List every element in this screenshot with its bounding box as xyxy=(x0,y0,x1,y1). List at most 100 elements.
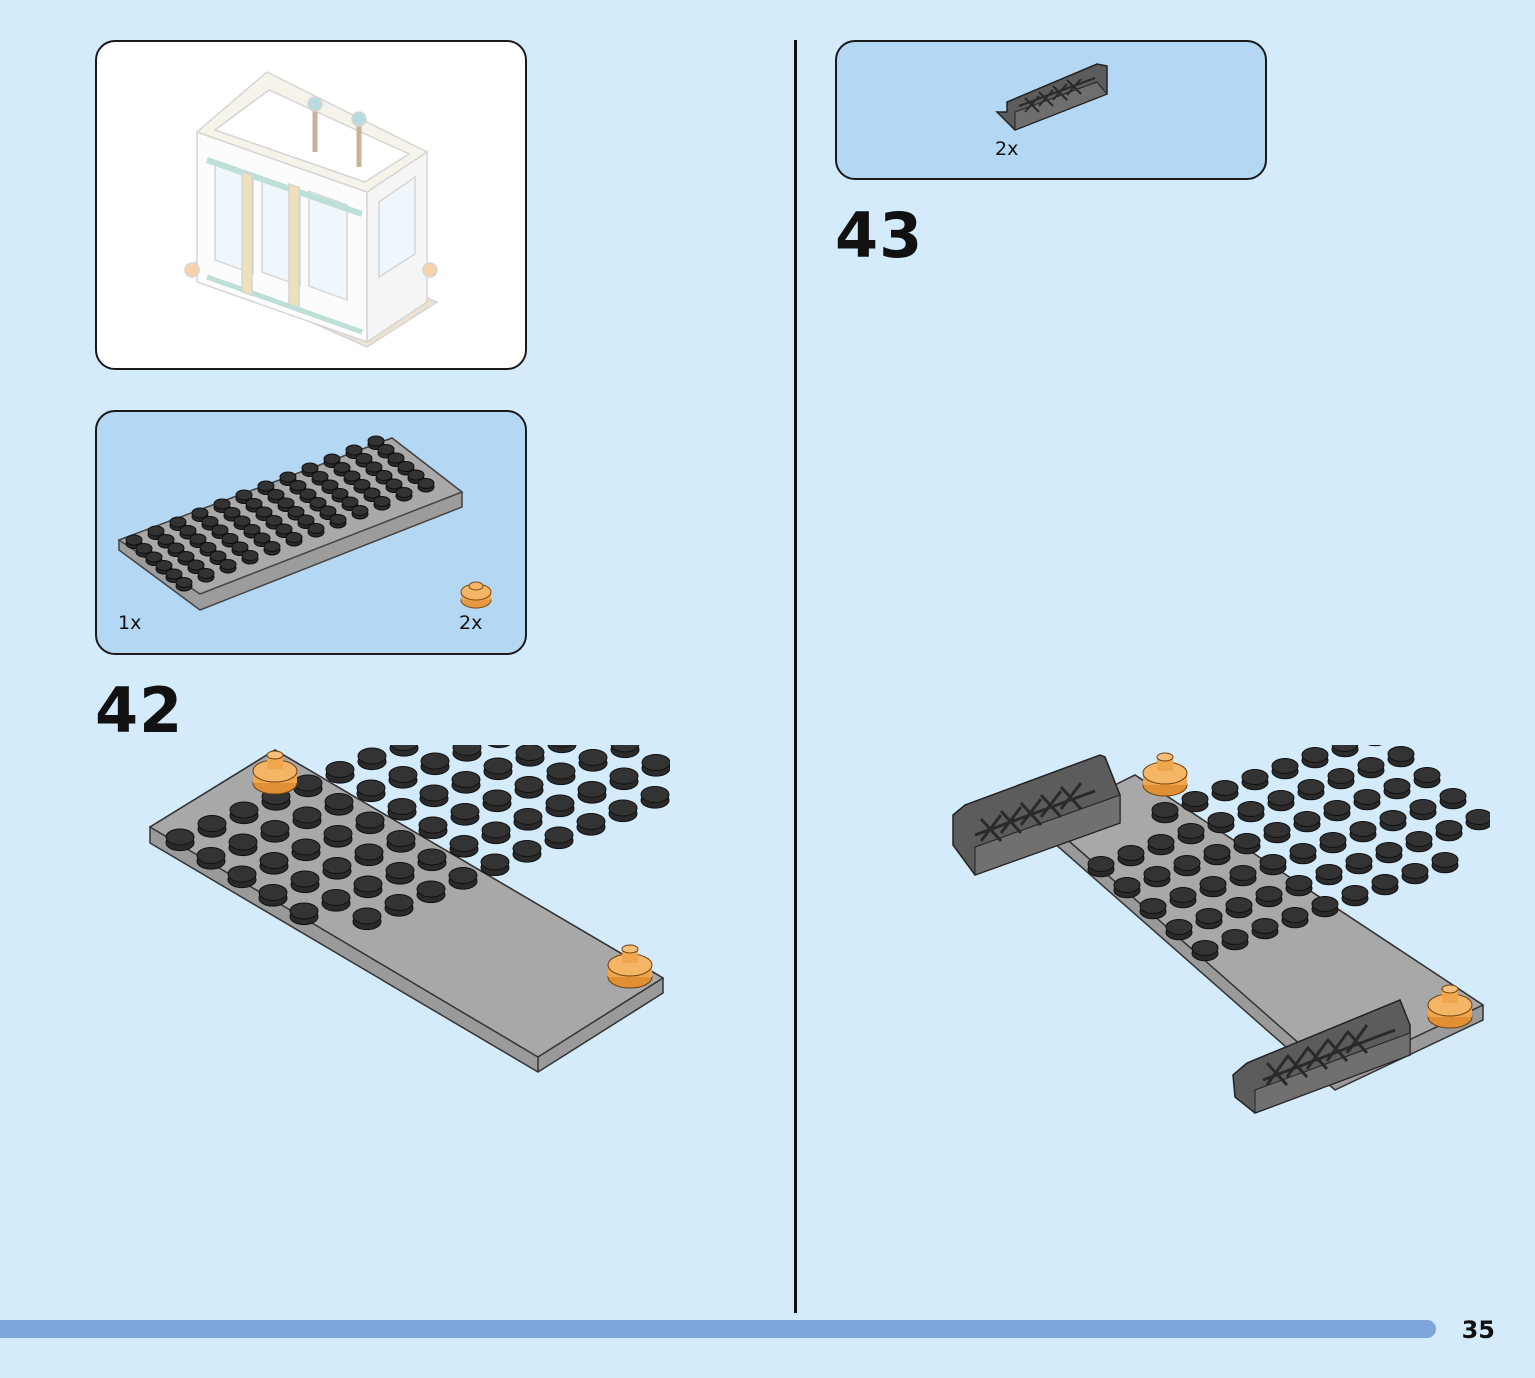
stud xyxy=(387,798,417,815)
stud xyxy=(289,480,307,491)
stud xyxy=(260,820,290,837)
stud xyxy=(1345,853,1373,869)
orange-round-plate-bottom xyxy=(1427,984,1473,1029)
stud xyxy=(179,525,197,536)
stud xyxy=(515,745,545,761)
stud xyxy=(319,505,337,517)
stud xyxy=(213,498,231,510)
stud xyxy=(243,524,261,535)
step-42-parts-box: 1x 2x xyxy=(95,410,527,655)
stud xyxy=(255,506,273,518)
stud xyxy=(267,489,285,500)
stud xyxy=(1353,789,1381,805)
model-preview-illustration xyxy=(184,71,439,348)
stud xyxy=(309,497,327,508)
stud xyxy=(482,789,512,807)
stud xyxy=(1315,864,1343,880)
stud xyxy=(1229,865,1257,881)
stud xyxy=(293,774,323,792)
stud xyxy=(345,444,363,456)
stud xyxy=(1117,845,1145,861)
stud xyxy=(258,884,288,901)
stud xyxy=(352,907,382,925)
stud xyxy=(1465,809,1490,825)
stud xyxy=(157,534,175,545)
stud xyxy=(233,515,251,527)
stud xyxy=(1221,929,1249,945)
stud xyxy=(1181,791,1209,807)
stud xyxy=(356,779,386,797)
stud xyxy=(341,496,359,508)
stud xyxy=(1341,885,1369,901)
stud xyxy=(245,498,263,509)
stud xyxy=(1349,821,1377,837)
stud xyxy=(145,551,163,563)
step-43-parts-box: 2x xyxy=(835,40,1267,180)
stud xyxy=(387,452,405,464)
stud xyxy=(608,799,638,817)
stud xyxy=(407,469,425,481)
stud xyxy=(221,533,239,544)
stud xyxy=(165,828,195,846)
stud xyxy=(1259,854,1287,870)
stud xyxy=(1297,779,1325,795)
stud xyxy=(610,745,640,753)
stud xyxy=(311,471,329,482)
stud xyxy=(135,543,153,554)
stud xyxy=(385,862,415,879)
part-quantity-plate: 1x xyxy=(118,612,142,634)
stud xyxy=(641,754,670,771)
stud xyxy=(301,462,319,474)
stud xyxy=(197,568,215,579)
stud xyxy=(324,793,354,810)
stud xyxy=(1195,908,1223,924)
stud xyxy=(416,880,446,898)
stud xyxy=(277,497,295,509)
step-42-assembly-illustration xyxy=(148,745,670,1073)
stud xyxy=(265,515,283,526)
stud xyxy=(1173,855,1201,871)
stud xyxy=(125,534,143,546)
stud xyxy=(1267,790,1295,806)
stud xyxy=(323,825,353,842)
stud xyxy=(177,551,195,562)
stud xyxy=(363,487,381,499)
stud xyxy=(322,857,352,874)
stud xyxy=(417,478,435,489)
step-number-43: 43 xyxy=(835,199,924,272)
stud xyxy=(483,757,513,775)
stud xyxy=(390,745,418,751)
stud xyxy=(343,470,361,482)
stud-side xyxy=(547,745,577,754)
stud xyxy=(191,507,209,519)
stud xyxy=(1281,907,1309,923)
stud xyxy=(609,767,639,785)
model-preview-box xyxy=(95,40,527,370)
stud xyxy=(419,784,449,802)
stud xyxy=(231,541,249,553)
stud xyxy=(263,541,281,552)
stud xyxy=(514,776,544,793)
stud xyxy=(219,559,237,570)
stud xyxy=(551,745,573,748)
step-43-assembly-illustration xyxy=(952,745,1490,1114)
stud xyxy=(289,902,319,920)
part-quantity-fence: 2x xyxy=(995,138,1019,160)
stud xyxy=(1241,769,1269,785)
stud xyxy=(420,752,450,770)
stud xyxy=(253,532,271,544)
stud xyxy=(1327,768,1355,784)
stud xyxy=(397,461,415,472)
stud xyxy=(211,524,229,536)
stud xyxy=(155,560,173,571)
orange-round-plate-top xyxy=(1142,752,1188,797)
stud xyxy=(209,550,227,562)
stud xyxy=(353,479,371,490)
stud xyxy=(175,577,193,588)
stud xyxy=(329,514,347,525)
stud xyxy=(451,771,481,788)
stud xyxy=(1225,897,1253,913)
stud xyxy=(1439,788,1467,804)
stud xyxy=(1151,802,1179,818)
stud xyxy=(1271,758,1299,774)
